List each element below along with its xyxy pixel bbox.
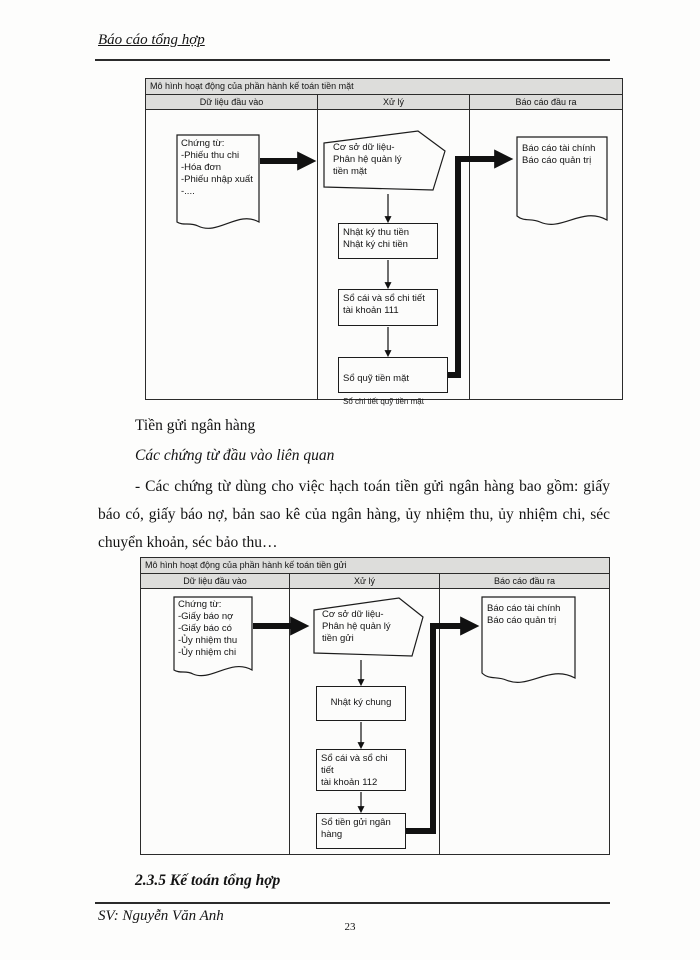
column-header-output: Báo cáo đầu ra	[440, 574, 609, 588]
column-header-input: Dữ liệu đầu vào	[146, 95, 318, 109]
input-documents-shape: Chứng từ: -Phiếu thu chi -Hóa đơn -Phiếu…	[176, 134, 260, 239]
document-outline-icon	[481, 596, 576, 683]
diagram-title: Mô hình hoạt động của phần hành kế toán …	[146, 79, 622, 95]
output-report-shape: Báo cáo tài chính Báo cáo quản trị	[516, 136, 608, 234]
cash-fund-book-box: Sổ quỹ tiền mặt Sổ chi tiết quỹ tiền mặt	[338, 357, 448, 406]
diagram-bank-deposit-accounting: Mô hình hoạt động của phần hành kế toán …	[140, 557, 610, 855]
column-header-row: Dữ liệu đầu vào Xử lý Báo cáo đầu ra	[141, 574, 609, 589]
section-heading: 2.3.5 Kế toán tổng hợp	[135, 872, 281, 889]
column-header-row: Dữ liệu đầu vào Xử lý Báo cáo đầu ra	[146, 95, 622, 110]
database-shape-label: Cơ sở dữ liệu- Phân hệ quản lý tiền gửi	[322, 609, 391, 644]
page-number: 23	[344, 921, 356, 933]
database-shape-icon	[323, 130, 446, 191]
deposit-book-box: Sổ tiền gửi ngân hàng	[316, 813, 406, 849]
database-shape-label: Cơ sở dữ liệu- Phân hệ quản lý tiền mặt	[333, 142, 402, 177]
caption-input-documents: Các chứng từ đầu vào liên quan	[135, 447, 335, 464]
footer-rule	[95, 902, 610, 904]
output-report-shape: Báo cáo tài chính Báo cáo quản trị	[481, 596, 576, 691]
diagram-cash-accounting: Mô hình hoạt động của phần hành kế toán …	[145, 78, 623, 406]
cash-fund-book-title: Sổ quỹ tiền mặt	[343, 373, 410, 385]
paragraph-bank-documents: - Các chứng từ dùng cho việc hạch toán t…	[98, 478, 610, 551]
input-documents-label: Chứng từ: -Giấy báo nợ -Giấy báo có -Ủy …	[178, 599, 238, 658]
column-header-output: Báo cáo đầu ra	[470, 95, 622, 109]
column-header-process: Xử lý	[318, 95, 470, 109]
database-shape: Cơ sở dữ liệu- Phân hệ quản lý tiền gửi	[311, 596, 426, 659]
document-outline-icon	[516, 136, 608, 225]
column-header-process: Xử lý	[290, 574, 440, 588]
footer-author: SV: Nguyễn Văn Anh	[98, 908, 224, 924]
header-rule	[95, 59, 610, 61]
journal-box: Nhật ký thu tiền Nhật ký chi tiền	[338, 223, 438, 259]
output-report-label: Báo cáo tài chính Báo cáo quản trị	[522, 143, 596, 166]
document-outline-icon	[173, 596, 253, 677]
cash-fund-book-subtitle: Sổ chi tiết quỹ tiền mặt	[343, 397, 424, 407]
input-documents-label: Chứng từ: -Phiếu thu chi -Hóa đơn -Phiếu…	[181, 138, 253, 197]
ledger-box: Sổ cái và sổ chi tiết tài khoản 112	[316, 749, 406, 791]
column-divider	[439, 589, 440, 854]
output-report-label: Báo cáo tài chính Báo cáo quản trị	[487, 603, 561, 626]
database-shape: Cơ sở dữ liệu- Phân hệ quản lý tiền mặt	[321, 129, 448, 193]
ledger-box: Sổ cái và sổ chi tiết tài khoản 111	[338, 289, 438, 326]
journal-box: Nhật ký chung	[316, 686, 406, 721]
input-documents-shape: Chứng từ: -Giấy báo nợ -Giấy báo có -Ủy …	[173, 596, 253, 684]
column-divider	[289, 589, 290, 854]
diagram-title: Mô hình hoạt động của phần hành kế toán …	[141, 558, 609, 574]
subheading-bank-deposit: Tiền gửi ngân hàng	[135, 417, 256, 434]
column-divider	[469, 110, 470, 399]
page-header-title: Báo cáo tổng hợp	[98, 32, 205, 48]
document-outline-icon	[176, 134, 260, 229]
column-divider	[317, 110, 318, 399]
column-header-input: Dữ liệu đầu vào	[141, 574, 290, 588]
